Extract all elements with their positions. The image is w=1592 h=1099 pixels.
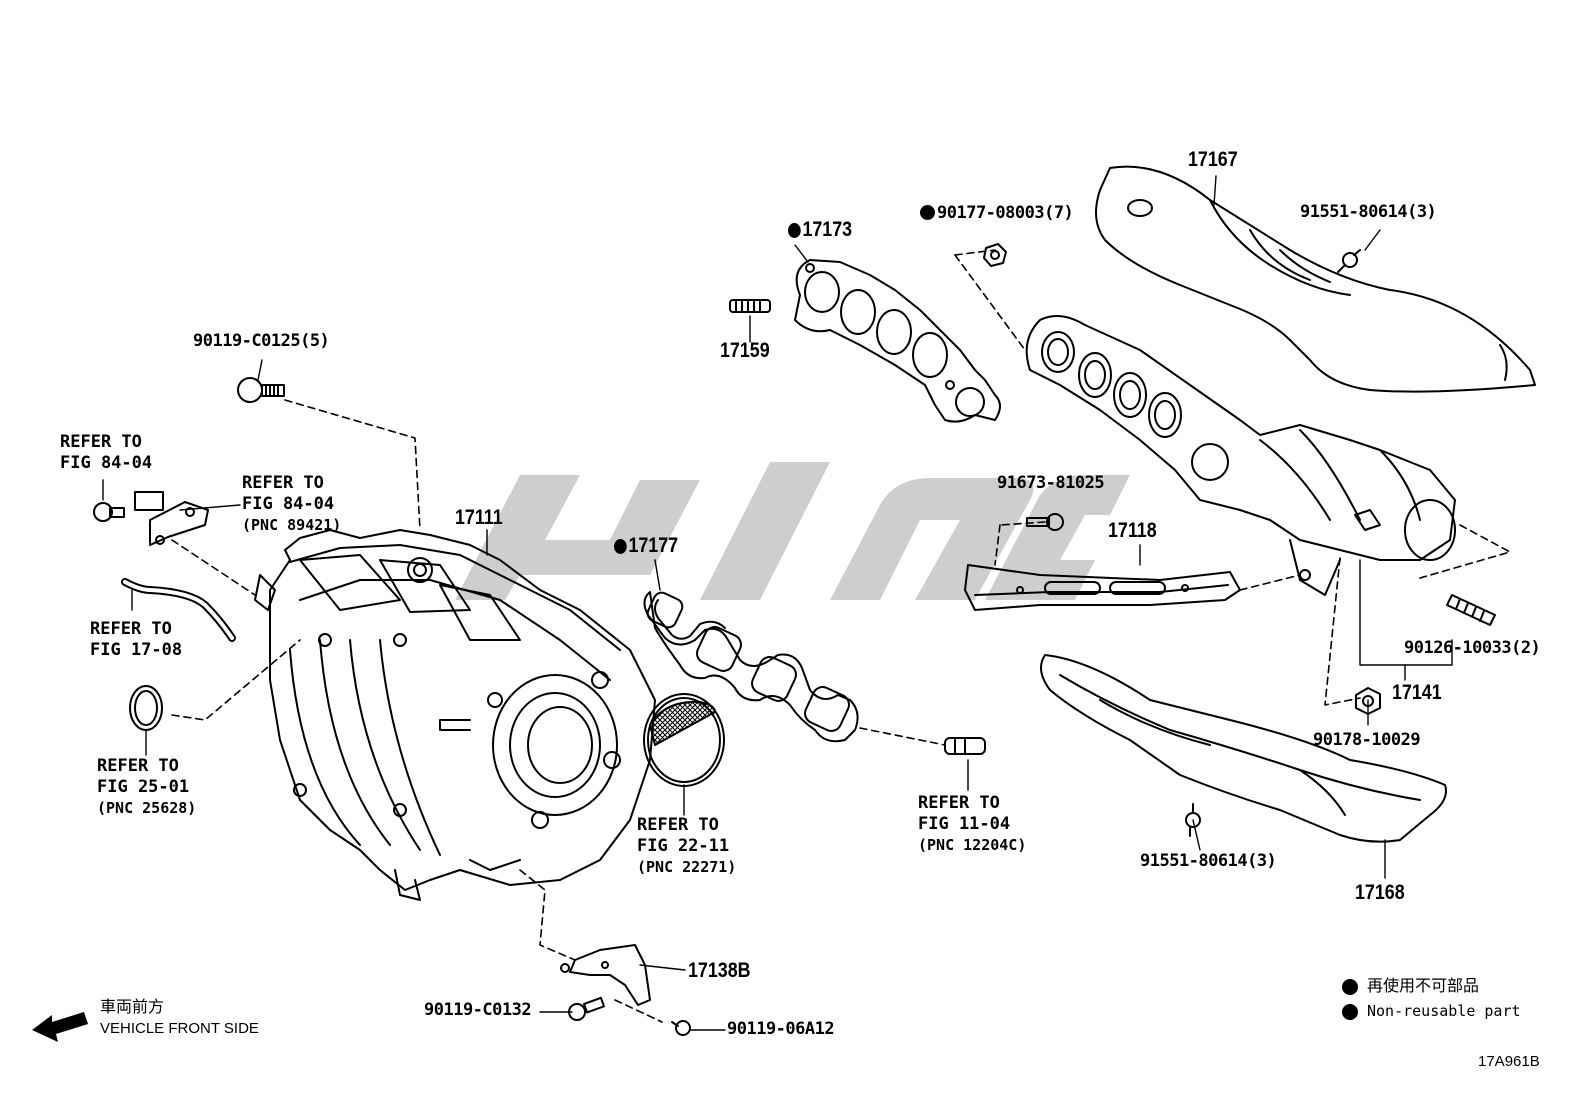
ref-note-84-04-a: REFER TO FIG 84-04 xyxy=(60,432,152,474)
ref-line: FIG 17-08 xyxy=(90,640,183,660)
label-90119-06a12: 90119-06A12 xyxy=(727,1019,835,1039)
ref-line: REFER TO xyxy=(60,432,142,452)
vehicle-front-jp: 車両前方 xyxy=(100,999,165,1016)
filled-dot-icon xyxy=(1342,979,1358,995)
bolt-91551-bottom xyxy=(1185,803,1201,837)
exhaust-manifold-17141 xyxy=(1025,315,1456,596)
bolt-90119-06a12 xyxy=(671,1020,691,1036)
ref-note-17-08: REFER TO FIG 17-08 xyxy=(90,619,182,661)
label-17138b: 17138B xyxy=(688,959,751,982)
bolt-91673-81025 xyxy=(1026,513,1064,531)
heat-insulator-17167 xyxy=(1095,165,1536,393)
ref-pnc: (PNC 25628) xyxy=(97,799,197,817)
ref-pnc: (PNC 89421) xyxy=(242,516,342,534)
label-17168: 17168 xyxy=(1355,881,1405,904)
label-90119-c0132: 90119-C0132 xyxy=(424,1000,532,1020)
label-17118: 17118 xyxy=(1108,519,1157,542)
intake-manifold-17111 xyxy=(254,529,656,901)
ref-note-84-04-b: REFER TO FIG 84-04 (PNC 89421) xyxy=(242,473,341,536)
stud-17159 xyxy=(729,299,771,313)
ref-line: REFER TO xyxy=(97,756,179,776)
label-91551-top: 91551-80614(3) xyxy=(1300,202,1437,222)
label-17173: 17173 xyxy=(788,219,852,240)
label-17141: 17141 xyxy=(1392,681,1442,704)
label-90177-08003: 90177-08003(7) xyxy=(920,205,1074,222)
ref-pnc: (PNC 22271) xyxy=(637,858,737,876)
label-90126-10033: 90126-10033(2) xyxy=(1404,638,1541,658)
ref-line: FIG 11-04 xyxy=(918,814,1011,834)
ref-note-25-01: REFER TO FIG 25-01 (PNC 25628) xyxy=(97,756,196,819)
ref-note-22-11: REFER TO FIG 22-11 (PNC 22271) xyxy=(637,815,736,878)
ref-line: FIG 25-01 xyxy=(97,777,190,797)
bolt-91551-top xyxy=(1337,249,1361,273)
hose-clamp xyxy=(129,685,163,731)
bracket-17138b xyxy=(560,944,651,1006)
leader-lines-dashed xyxy=(171,249,1511,1023)
nut-90177-08003 xyxy=(983,243,1007,267)
bracket-17118 xyxy=(964,564,1241,611)
ref-line: REFER TO xyxy=(90,619,172,639)
bolt-90119-c0125 xyxy=(237,377,285,403)
map-sensor xyxy=(134,491,209,546)
throttle-body-gasket xyxy=(643,693,725,787)
label-17159: 17159 xyxy=(720,339,770,362)
pin-ref-11-04 xyxy=(944,737,986,755)
ref-line: FIG 84-04 xyxy=(60,453,153,473)
ref-line: FIG 22-11 xyxy=(637,836,730,856)
stud-90126-10033 xyxy=(1446,594,1496,626)
label-91673-81025: 91673-81025 xyxy=(997,473,1105,493)
label-91551-bottom: 91551-80614(3) xyxy=(1140,851,1277,871)
exhaust-gasket-17173 xyxy=(794,259,1001,423)
ref-line: FIG 84-04 xyxy=(242,494,335,514)
label-90178-10029: 90178-10029 xyxy=(1313,730,1421,750)
label-17167: 17167 xyxy=(1188,148,1238,171)
ref-line: REFER TO xyxy=(637,815,719,835)
leader-lines-solid xyxy=(102,175,1453,1031)
heat-insulator-17168 xyxy=(1040,654,1447,843)
gasket-17177 xyxy=(643,591,859,743)
label-17111: 17111 xyxy=(455,506,503,529)
legend-jp: 再使用不可部品 xyxy=(1367,978,1480,995)
watermark-logo xyxy=(455,462,1130,600)
filled-dot-icon xyxy=(1342,1004,1358,1020)
ref-line: REFER TO xyxy=(242,473,324,493)
ref-pnc: (PNC 12204C) xyxy=(918,836,1027,854)
ref-note-11-04: REFER TO FIG 11-04 (PNC 12204C) xyxy=(918,793,1026,856)
legend-en: Non-reusable part xyxy=(1367,1002,1521,1020)
diagram-id: 17A961B xyxy=(1478,1053,1540,1070)
label-17177: 17177 xyxy=(614,535,678,556)
label-90119-c0125: 90119-C0125(5) xyxy=(193,331,330,351)
bolt-90119-c0132 xyxy=(568,996,605,1021)
bolt-ref-84-04 xyxy=(93,502,125,522)
nut-90178-10029 xyxy=(1355,687,1381,715)
ref-line: REFER TO xyxy=(918,793,1000,813)
vehicle-front-en: VEHICLE FRONT SIDE xyxy=(100,1020,259,1037)
arrow-left-icon xyxy=(32,1012,88,1042)
